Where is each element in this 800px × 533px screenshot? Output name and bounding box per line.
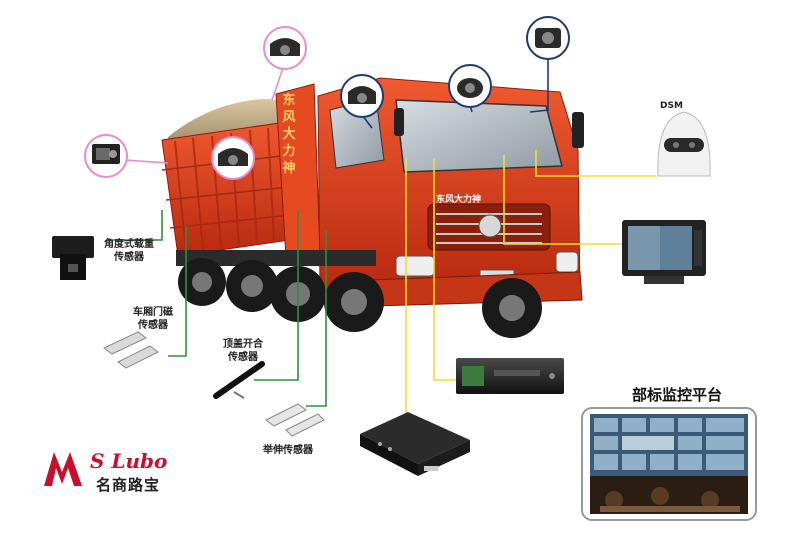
monitor-icon xyxy=(622,220,706,284)
connectors xyxy=(108,58,656,418)
video-wall-icon xyxy=(581,407,757,521)
callout-cab-interior-camera xyxy=(448,64,492,108)
camera-icon xyxy=(348,86,376,104)
label-door-magnetic-sensor: 车厢门磁 传感器 xyxy=(133,307,173,331)
camera-icon xyxy=(535,28,561,48)
wheels xyxy=(178,258,542,338)
brand-name-cn: 名商路宝 xyxy=(96,476,161,494)
door-magnetic-sensor-icon xyxy=(103,331,159,369)
label-lift-sensor: 举伸传感器 xyxy=(263,445,313,456)
camera-icon xyxy=(218,148,248,166)
camera-icon xyxy=(457,78,483,98)
brand-logo-mark xyxy=(44,452,82,486)
callout-front-camera xyxy=(526,16,570,60)
camera-icon xyxy=(270,38,300,56)
label-roof-open-sensor: 顶盖开合 传感器 xyxy=(223,339,263,363)
headlight-right xyxy=(555,251,579,273)
dvr-icon xyxy=(456,358,564,394)
callout-rear-box-camera xyxy=(84,134,128,178)
camera-icon xyxy=(92,144,120,164)
dump-truck xyxy=(161,77,584,338)
callout-cab-side-camera xyxy=(340,74,384,118)
callout-box-top-camera xyxy=(263,26,307,70)
lift-sensor-icon xyxy=(265,403,325,437)
roof-open-sensor-icon xyxy=(213,361,265,399)
headlight-left xyxy=(395,255,435,277)
callout-box-side-camera xyxy=(211,136,255,180)
angle-load-sensor-icon xyxy=(52,236,94,280)
mirror-right xyxy=(572,112,584,148)
brand-name-en: S Lubo xyxy=(90,449,168,473)
cab-front-brand-text: 东风大力神 xyxy=(436,195,482,205)
logo-badge xyxy=(478,214,502,238)
label-angle-load-sensor: 角度式载重 传感器 xyxy=(104,239,154,263)
mirror-left xyxy=(394,108,404,136)
mdvr-icon xyxy=(360,412,470,476)
dsm-camera-icon xyxy=(657,111,711,177)
label-dsm: DSM xyxy=(660,101,683,111)
cab-door-brand-text: 东风大力神 xyxy=(282,93,296,176)
windshield xyxy=(395,99,563,173)
label-monitoring-platform: 部标监控平台 xyxy=(631,386,722,404)
